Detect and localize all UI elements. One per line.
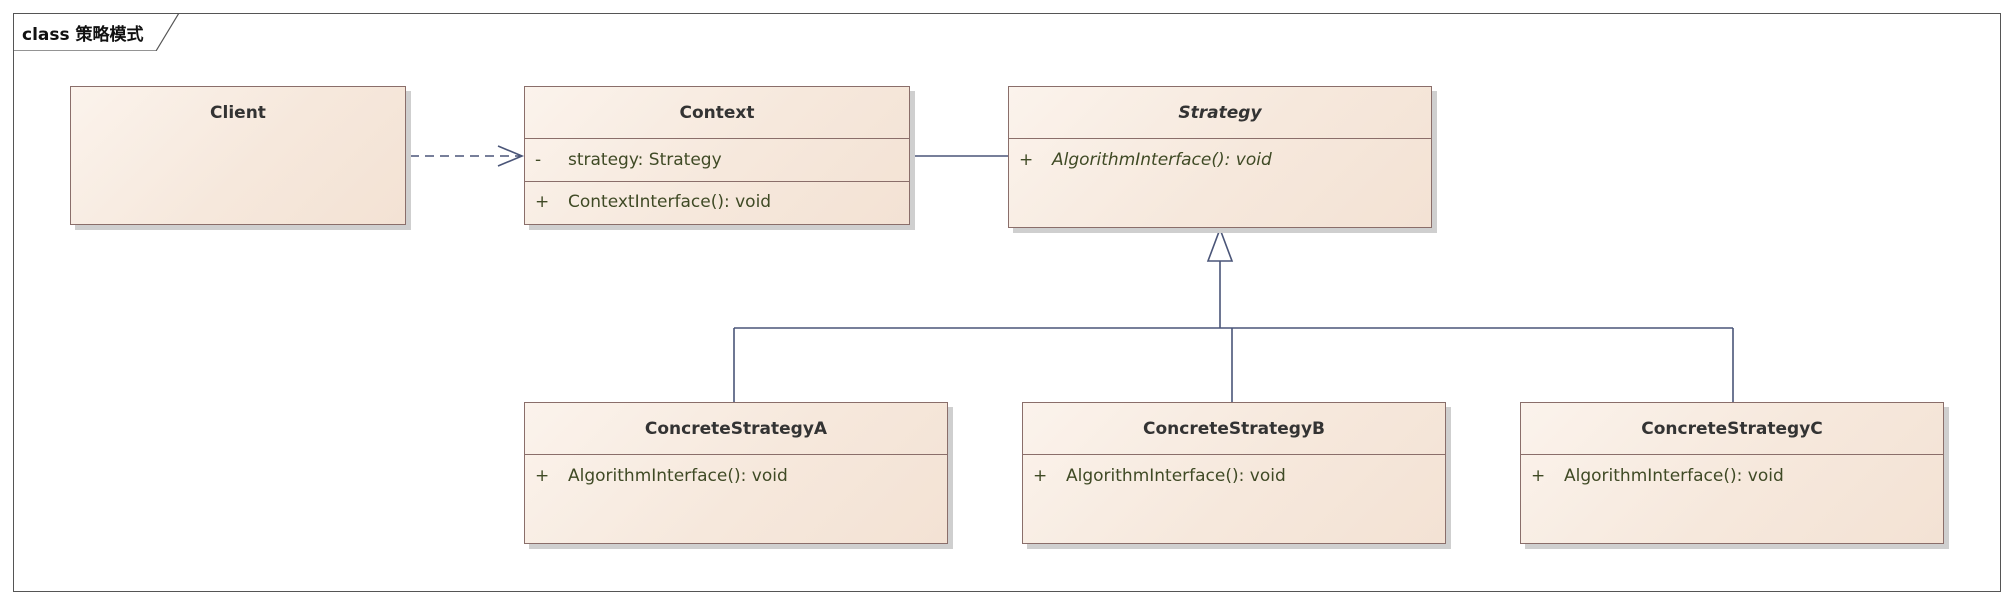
generalization-tree[interactable] (733, 226, 1734, 402)
operation-signature: AlgorithmInterface(): void (1066, 466, 1286, 486)
class-context[interactable]: Context - strategy: Strategy + ContextIn… (524, 86, 910, 225)
class-concrete-strategy-b[interactable]: ConcreteStrategyB + AlgorithmInterface()… (1022, 402, 1446, 544)
class-concrete-strategy-a[interactable]: ConcreteStrategyA + AlgorithmInterface()… (524, 402, 948, 544)
class-strategy[interactable]: Strategy + AlgorithmInterface(): void (1008, 86, 1432, 228)
diagram-title: class 策略模式 (22, 25, 144, 45)
operation-signature: AlgorithmInterface(): void (568, 466, 788, 486)
diagram-title-tab: class 策略模式 (13, 13, 179, 51)
class-name: ConcreteStrategyA (525, 403, 947, 455)
visibility-public: + (535, 192, 550, 212)
operation-context-interface: + ContextInterface(): void (525, 190, 909, 214)
visibility-public: + (1531, 466, 1546, 486)
visibility-public: + (1033, 466, 1048, 486)
class-concrete-strategy-c[interactable]: ConcreteStrategyC + AlgorithmInterface()… (1520, 402, 1944, 544)
operation-algorithm-interface: + AlgorithmInterface(): void (1023, 464, 1445, 488)
operations-compartment: + AlgorithmInterface(): void (1521, 455, 1943, 498)
visibility-public: + (1019, 150, 1034, 170)
class-name: Strategy (1009, 87, 1431, 139)
operations-compartment: + ContextInterface(): void (525, 182, 909, 224)
class-name: Context (525, 87, 909, 139)
operation-algorithm-interface: + AlgorithmInterface(): void (525, 464, 947, 488)
class-client[interactable]: Client (70, 86, 406, 225)
class-name: Client (210, 103, 266, 123)
inheritance-triangle (1206, 226, 1234, 262)
title-tab-shape (13, 13, 179, 51)
operation-signature: AlgorithmInterface(): void (1052, 150, 1272, 170)
class-name: ConcreteStrategyB (1023, 403, 1445, 455)
attribute-signature: strategy: Strategy (568, 150, 722, 170)
operation-algorithm-interface: + AlgorithmInterface(): void (1009, 148, 1431, 172)
open-arrowhead (497, 145, 525, 167)
visibility-private: - (535, 150, 542, 170)
operations-compartment: + AlgorithmInterface(): void (1023, 455, 1445, 498)
attributes-compartment: - strategy: Strategy (525, 139, 909, 182)
attribute-strategy: - strategy: Strategy (525, 148, 909, 172)
operation-signature: ContextInterface(): void (568, 192, 772, 212)
operations-compartment: + AlgorithmInterface(): void (525, 455, 947, 498)
operations-compartment: + AlgorithmInterface(): void (1009, 139, 1431, 182)
operation-signature: AlgorithmInterface(): void (1564, 466, 1784, 486)
diagram-frame (13, 13, 2001, 592)
class-name: ConcreteStrategyC (1521, 403, 1943, 455)
operation-algorithm-interface: + AlgorithmInterface(): void (1521, 464, 1943, 488)
visibility-public: + (535, 466, 550, 486)
dependency-client-context[interactable] (410, 145, 525, 167)
